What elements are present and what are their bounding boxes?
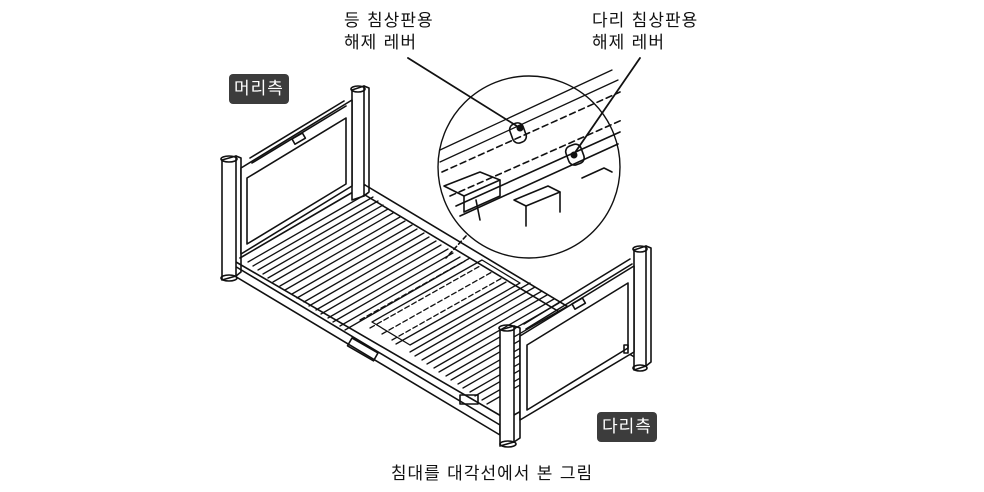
back-lever-label: 등 침상판용 해제 레버: [344, 10, 434, 54]
leader-lines: [407, 57, 641, 155]
headboard: [220, 85, 370, 282]
leg-lever-label-line1: 다리 침상판용: [592, 11, 699, 31]
foot-side-tag: 다리측: [597, 412, 657, 442]
back-lever-label-line1: 등 침상판용: [344, 11, 434, 31]
leg-lever-label: 다리 침상판용 해제 레버: [592, 10, 698, 54]
head-side-tag: 머리측: [229, 74, 289, 104]
detail-magnifier: [437, 69, 623, 259]
leg-lever-pointer-dot: [570, 151, 578, 159]
back-lever-label-line2: 해제 레버: [344, 33, 417, 53]
back-lever-pointer-dot: [516, 124, 524, 132]
figure-caption: 침대를 대각선에서 본 그림: [390, 464, 594, 484]
bed-frame: [227, 184, 641, 436]
leg-lever-label-line2: 해제 레버: [592, 33, 665, 53]
footboard: [498, 245, 652, 448]
